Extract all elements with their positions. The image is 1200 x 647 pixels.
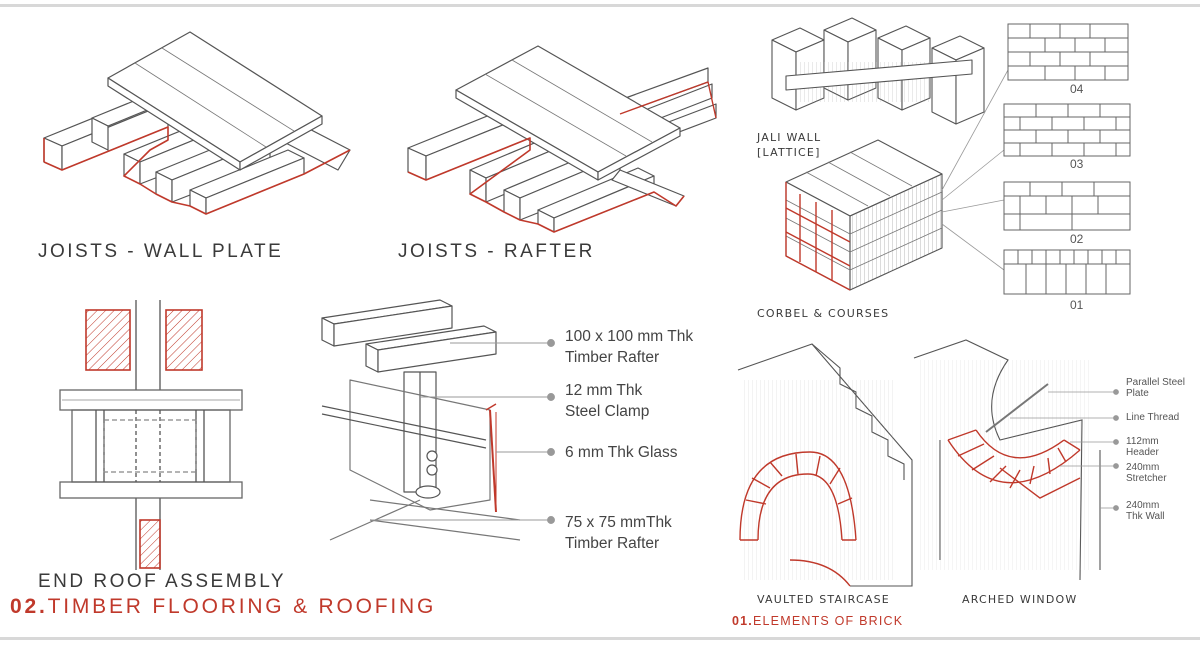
callout-steel-clamp: 12 mm Thk Steel Clamp [565, 380, 649, 422]
course-leaders [941, 69, 1009, 271]
callout-line: Line Thread [1126, 412, 1180, 423]
callout-line: 240mm [1126, 500, 1160, 511]
callout-line: Stretcher [1126, 473, 1167, 484]
callout-glass: 6 mm Thk Glass [565, 442, 678, 463]
callout-wall-thickness: 240mm Thk Wall [1126, 500, 1165, 522]
course-number-02: 02 [1070, 232, 1084, 246]
label-joists-wall-plate: JOISTS - WALL PLATE [38, 241, 284, 262]
section-title-text: TIMBER FLOORING & ROOFING [47, 595, 437, 618]
window-callout-leaders [1010, 389, 1119, 511]
callout-line: Steel Clamp [565, 403, 650, 420]
callout-line: 240mm [1126, 462, 1160, 473]
callout-line: 6 mm Thk Glass [565, 444, 678, 461]
section-title-timber: 02.TIMBER FLOORING & ROOFING [10, 595, 436, 619]
label-vaulted-staircase: VAULTED STAIRCASE [757, 593, 890, 606]
section-title-text: ELEMENTS OF BRICK [752, 614, 904, 628]
callout-line: Plate [1126, 388, 1149, 399]
arched-window-drawing [913, 339, 1101, 581]
label-corbel-courses: CORBEL & COURSES [757, 307, 890, 320]
section-title-brick: 01.ELEMENTS OF BRICK [732, 614, 903, 628]
label-jali-wall-lattice: [LATTICE] [757, 146, 821, 159]
callout-line: Thk Wall [1126, 511, 1165, 522]
callout-timber-rafter-75: 75 x 75 mmThk Timber Rafter [565, 512, 672, 554]
callout-line: 112mm [1126, 436, 1159, 447]
callout-line: 12 mm Thk [565, 382, 643, 399]
callout-header: 112mm Header [1126, 436, 1159, 458]
label-joists-rafter: JOISTS - RAFTER [398, 241, 595, 262]
callout-line: 100 x 100 mm Thk [565, 328, 694, 345]
vaulted-staircase-drawing [737, 343, 913, 587]
jali-wall-drawing [771, 17, 985, 125]
end-roof-assembly-drawing [59, 300, 243, 570]
course-number-01: 01 [1070, 298, 1084, 312]
callout-line: Header [1126, 447, 1159, 458]
callout-line-thread: Line Thread [1126, 412, 1179, 423]
course-number-04: 04 [1070, 82, 1084, 96]
roof-callout-leaders [372, 339, 555, 524]
callout-parallel-steel-plate: Parallel Steel Plate [1126, 377, 1185, 399]
section-number: 02. [10, 595, 48, 618]
joists-wall-plate-drawing [43, 31, 351, 215]
course-panels [1003, 23, 1131, 295]
corbel-drawing [785, 139, 943, 291]
callout-line: Timber Rafter [565, 535, 660, 552]
label-jali-wall: JALI WALL [757, 131, 822, 144]
top-rule [0, 4, 1200, 7]
joists-rafter-drawing [407, 45, 717, 233]
callout-line: Timber Rafter [565, 349, 660, 366]
rafter-glass-connection-drawing [321, 299, 521, 541]
callout-stretcher: 240mm Stretcher [1126, 462, 1167, 484]
bottom-rule [0, 637, 1200, 640]
section-number: 01. [732, 614, 753, 628]
course-number-03: 03 [1070, 157, 1084, 171]
callout-line: 75 x 75 mmThk [565, 514, 672, 531]
callout-line: Parallel Steel [1126, 377, 1185, 388]
label-end-roof-assembly: END ROOF ASSEMBLY [38, 571, 287, 592]
label-arched-window: ARCHED WINDOW [962, 593, 1078, 606]
callout-timber-rafter-100: 100 x 100 mm Thk Timber Rafter [565, 326, 693, 368]
